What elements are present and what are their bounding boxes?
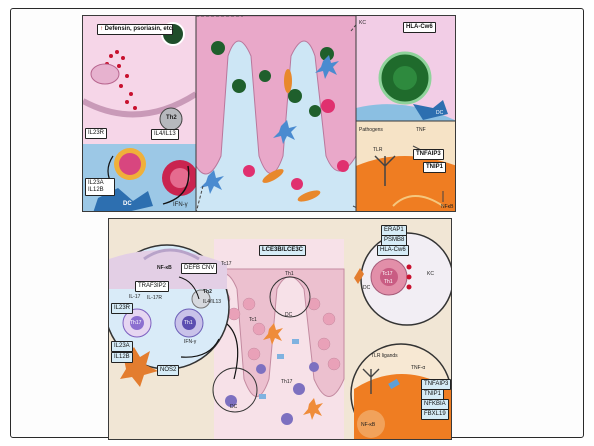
a-il23r-box: IL23R: [85, 128, 107, 139]
panel-a-artwork: [83, 16, 456, 212]
b-hla-dots: [407, 265, 412, 290]
b-hla-cw6-box: HLA-Cw6: [377, 245, 409, 256]
a-kc-label: KC: [359, 20, 366, 26]
b-tlr-ligands-label: TLR ligands: [371, 353, 398, 359]
b-ifn-label: IFN-γ: [184, 339, 196, 345]
b-tc1-mid-label: Tc1: [249, 317, 257, 323]
b-nos2-box: NOS2: [157, 365, 179, 376]
panel-a-top-figure: ↑ Defensin, psoriasin, etc. Th2 IL4/IL13…: [82, 15, 456, 212]
a-il23a-il12b-box: IL23A IL12B: [85, 178, 115, 196]
a-hla-cw6-box: HLA-Cw6: [403, 22, 436, 33]
b-dc-mid-label: DC: [285, 312, 292, 318]
a-defensin-text: Defensin, psoriasin, etc.: [105, 26, 174, 32]
b-dc-circle-label: DC: [363, 285, 370, 291]
a-tlr-label: TLR: [373, 147, 382, 153]
a-ifn-label: IFN-γ: [173, 202, 188, 209]
a-defensin-arrow: ↑: [100, 26, 103, 32]
b-il12b-box: IL12B: [111, 352, 133, 363]
b-tc17-label: Tc17: [382, 271, 393, 277]
b-th17-label: Th17: [130, 320, 141, 326]
b-th2-label: Th2: [203, 289, 212, 295]
b-il17r-label: IL-17R: [147, 295, 162, 301]
panel-b-bottom-figure: LCE3B/LCE3C NF-κB DEFB CNV TRAF3IP2 IL-1…: [108, 218, 452, 440]
b-th1-circle-label: Th1: [384, 279, 393, 285]
a-defensin-box: ↑ Defensin, psoriasin, etc.: [97, 24, 173, 35]
b-traf3ip2-box: TRAF3IP2: [135, 281, 169, 292]
b-tnf-label: TNF-α: [411, 365, 425, 371]
b-lce-box: LCE3B/LCE3C: [259, 245, 306, 256]
b-fbxl19-box: FBXL19: [421, 409, 449, 420]
a-tnf-label: TNF: [416, 127, 426, 133]
a-epidermis-folds: [196, 16, 356, 174]
b-nfkb-bottom-label: NF-κB: [361, 422, 375, 428]
b-il4-il13-label: IL4/IL13: [203, 299, 221, 305]
a-tnip1-box: TNIP1: [423, 162, 446, 173]
a-pathogens-label: Pathogens: [359, 127, 383, 133]
b-il23r-box: IL23R: [111, 303, 133, 314]
a-il4-il13-box: IL4/IL13: [151, 129, 179, 140]
b-defb-cnv-box: DEFB CNV: [181, 263, 217, 274]
b-kc-label: KC: [427, 271, 434, 277]
b-th1-mid-label: Th1: [285, 271, 294, 277]
b-nfkb-top-label: NF-κB: [157, 265, 172, 271]
b-dc-bottom-label: DC: [230, 404, 237, 410]
a-dc-label: DC: [123, 201, 132, 208]
a-dc-right-label: DC: [436, 110, 443, 116]
b-il23a-box: IL23A: [111, 341, 133, 352]
a-nfkb-label: NFκB: [441, 204, 454, 210]
a-tnfaip3-box: TNFAIP3: [413, 149, 444, 160]
a-th2-label: Th2: [166, 115, 177, 122]
a-kc-granule: [91, 64, 119, 84]
b-tc17-mid-label: Tc17: [221, 261, 232, 267]
a-tc1-nucleus: [393, 66, 417, 90]
b-th1-label: Th1: [184, 320, 193, 326]
b-il17-label: IL-17: [129, 294, 140, 300]
b-th17-mid-label: Th17: [281, 379, 292, 385]
a-th17-cell: [119, 153, 141, 175]
